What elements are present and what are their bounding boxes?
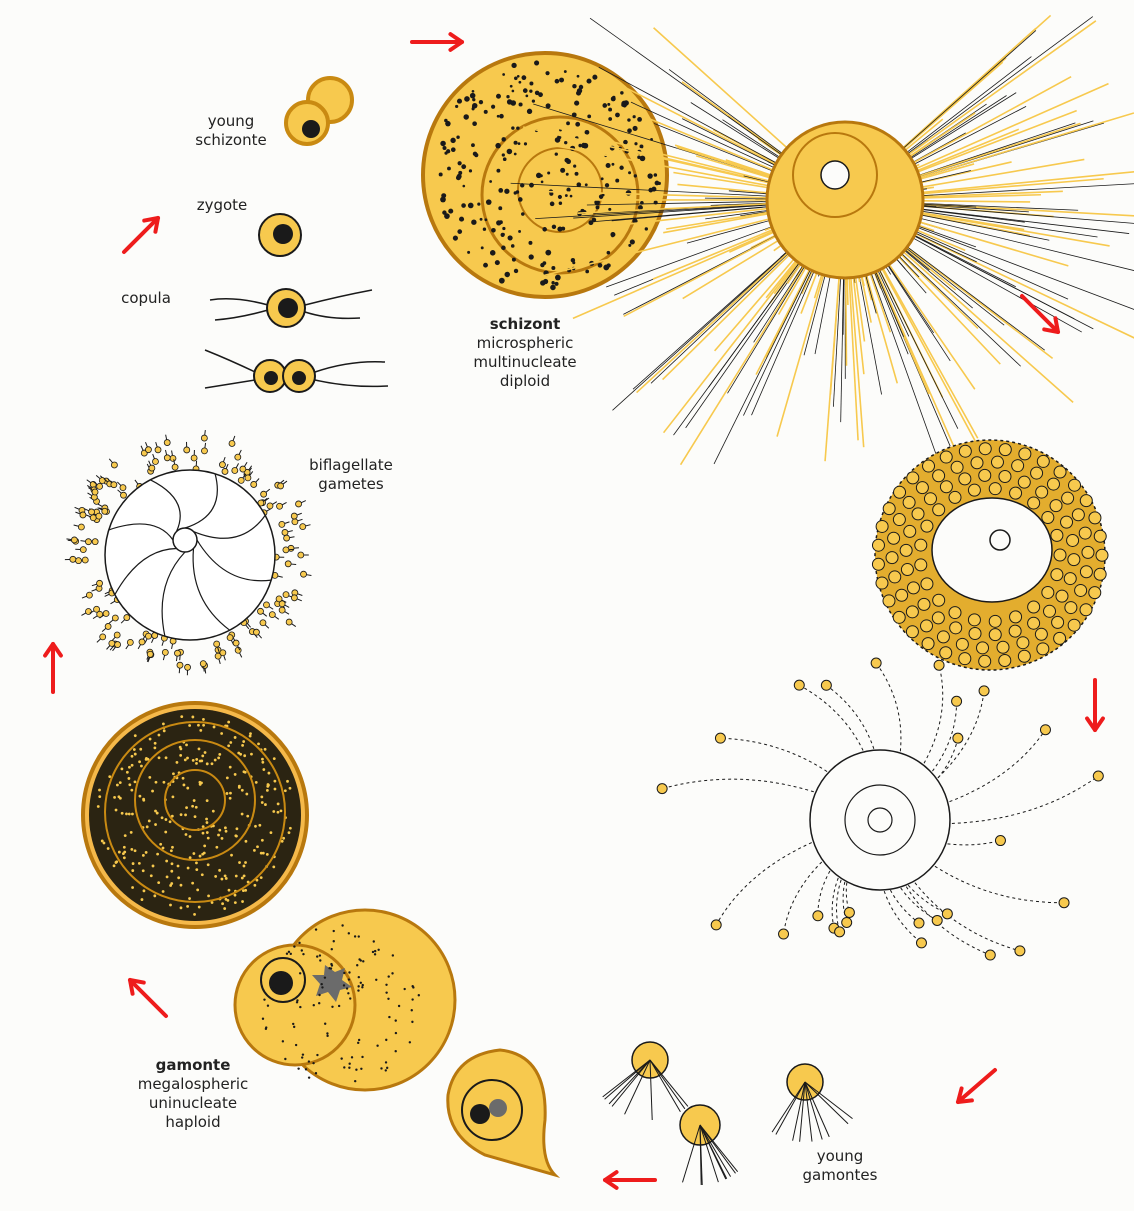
- cycle-arrow: [124, 218, 158, 252]
- young-gamontes-label: young gamontes: [780, 1147, 900, 1185]
- cycle-arrow: [1087, 680, 1103, 730]
- biflagellate-label-line1: biflagellate: [291, 456, 411, 475]
- young-schizonte-label-line1: young: [181, 112, 281, 131]
- young-schizonte-cell: [286, 78, 352, 144]
- schizont-title: schizont: [455, 315, 595, 334]
- mature-gamonte-shell: [83, 703, 307, 927]
- cycle-arrow: [605, 1172, 655, 1188]
- schizont-line3: diploid: [455, 372, 595, 391]
- zygote-cell: [259, 214, 301, 256]
- juvenile-gamonte-cell: [448, 1050, 555, 1175]
- gamete-release-ring: [872, 440, 1108, 670]
- young-gamontes-label-line2: gamontes: [780, 1166, 900, 1185]
- cycle-arrow: [412, 34, 462, 50]
- copula-cell: [210, 289, 372, 327]
- schizont-line1: microspheric: [455, 334, 595, 353]
- young-gamontes-label-line1: young: [780, 1147, 900, 1166]
- gamonte-line2: uninucleate: [123, 1094, 263, 1113]
- cycle-arrow: [45, 644, 61, 692]
- copula-label: copula: [106, 289, 186, 308]
- gamonte-label: gamonte megalospheric uninucleate haploi…: [123, 1056, 263, 1132]
- young-schizonte-label-line2: schizonte: [181, 131, 281, 150]
- schizont-label: schizont microspheric multinucleate dipl…: [455, 315, 595, 391]
- copula-pair-cells: [205, 350, 388, 392]
- gamonte-shell: [235, 910, 455, 1090]
- cycle-arrow: [958, 1070, 995, 1102]
- cycle-arrow: [130, 980, 166, 1016]
- gamonte-line1: megalospheric: [123, 1075, 263, 1094]
- young-schizonte-label: young schizonte: [181, 112, 281, 150]
- gamete-dispersal-net: [657, 658, 1103, 960]
- zygote-label: zygote: [182, 196, 262, 215]
- biflagellate-gametes-label: biflagellate gametes: [291, 456, 411, 494]
- gamonte-line3: haploid: [123, 1113, 263, 1132]
- schizont-line2: multinucleate: [455, 353, 595, 372]
- gamete-release-white-shell: [65, 430, 312, 675]
- gamonte-title: gamonte: [123, 1056, 263, 1075]
- biflagellate-label-line2: gametes: [291, 475, 411, 494]
